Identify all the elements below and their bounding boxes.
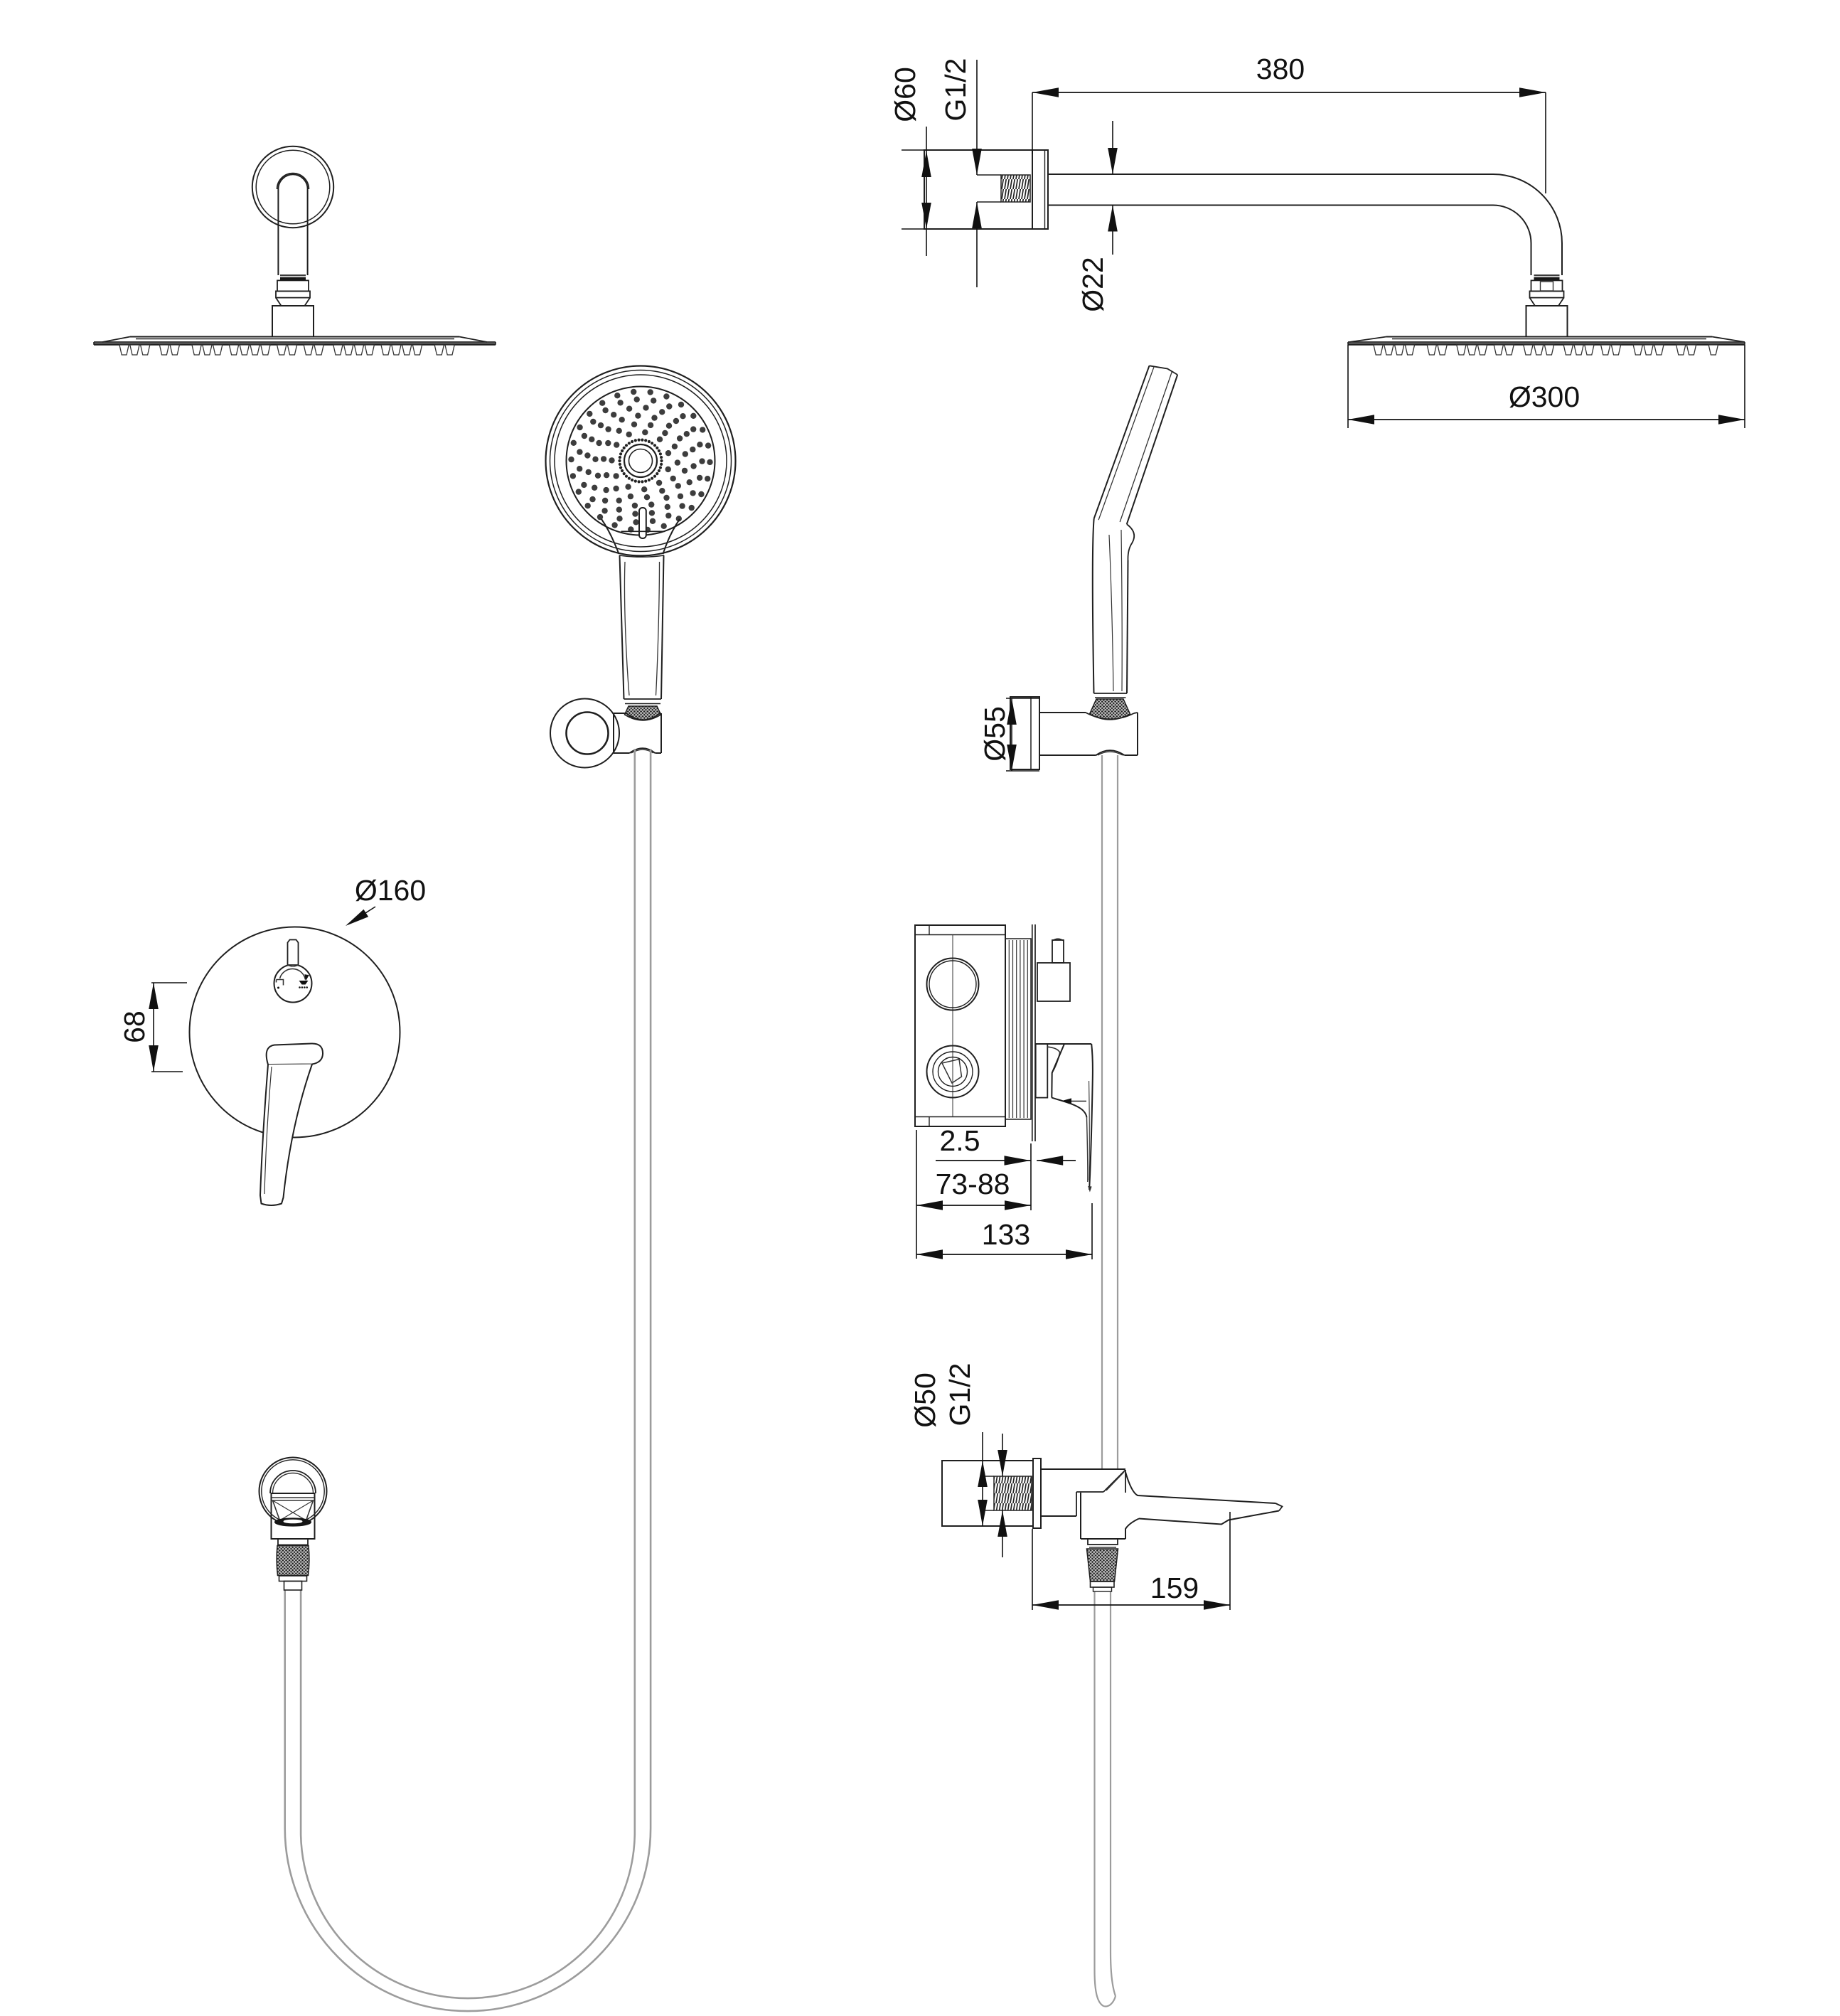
svg-text:Ø160: Ø160 [355, 874, 426, 907]
svg-text:Ø22: Ø22 [1076, 257, 1109, 312]
svg-text:Ø60: Ø60 [889, 67, 921, 122]
svg-text:380: 380 [1256, 53, 1305, 85]
svg-text:133: 133 [982, 1218, 1030, 1251]
svg-text:Ø55: Ø55 [978, 706, 1011, 762]
svg-text:G1/2: G1/2 [939, 58, 972, 122]
svg-text:2.5: 2.5 [940, 1124, 980, 1157]
svg-text:73-88: 73-88 [936, 1168, 1010, 1200]
svg-text:68: 68 [118, 1010, 151, 1043]
svg-text:G1/2: G1/2 [943, 1363, 976, 1426]
svg-text:159: 159 [1150, 1572, 1199, 1604]
svg-text:Ø50: Ø50 [909, 1372, 941, 1428]
svg-text:Ø300: Ø300 [1509, 380, 1580, 413]
